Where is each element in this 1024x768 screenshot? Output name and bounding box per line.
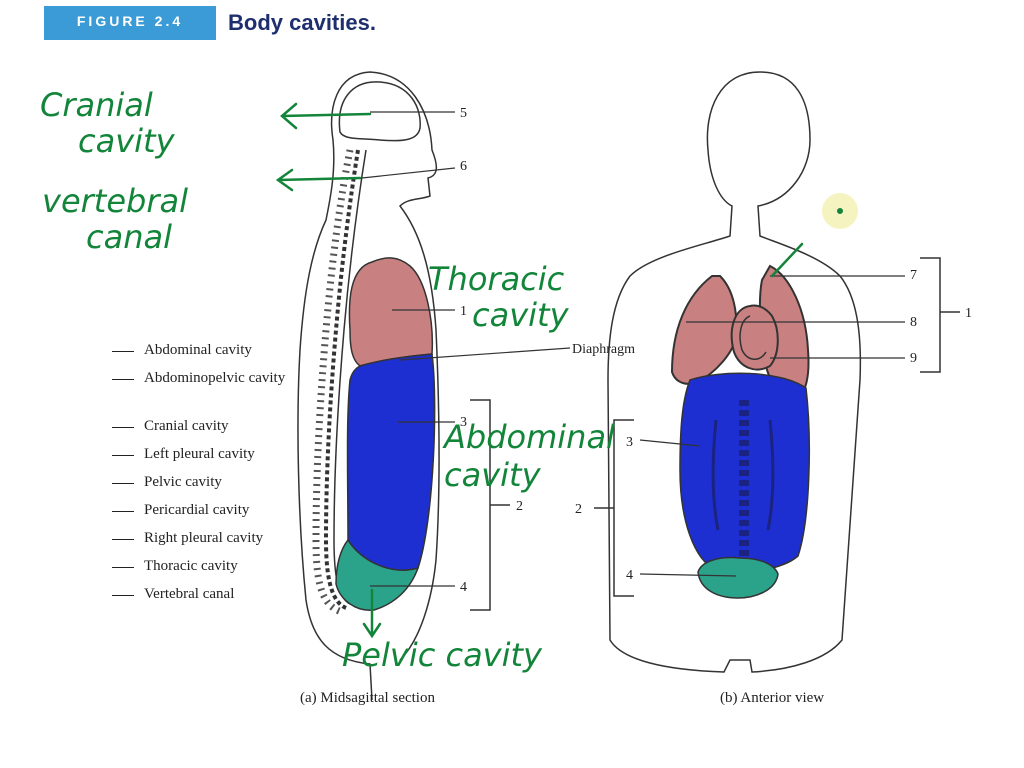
legend-text: Pelvic cavity <box>144 474 222 490</box>
anterior-view: 7 8 9 1 3 2 4 <box>575 71 972 673</box>
annotation-cranial-1: Cranial <box>40 86 153 124</box>
annotation-abdominal-1: Abdominal <box>444 418 615 456</box>
legend-text: Abdominal cavity <box>144 342 252 358</box>
body-outline-sagittal <box>297 71 440 701</box>
legend-item: Vertebral canal <box>112 582 312 610</box>
label-8: 8 <box>910 315 917 330</box>
pelvic-cavity-anterior <box>697 556 779 599</box>
label-9: 9 <box>910 351 917 366</box>
legend-blank[interactable] <box>112 567 134 568</box>
figure-label-box <box>44 6 216 40</box>
legend-blank[interactable] <box>112 511 134 512</box>
figure-title: Body cavities. <box>228 10 376 35</box>
label-3a: 3 <box>460 415 467 430</box>
leader-4b <box>639 573 737 577</box>
label-3b: 3 <box>626 435 633 450</box>
right-pleural-cavity <box>670 275 738 385</box>
thoracic-cavity-sagittal <box>348 257 434 367</box>
figure-label: FIGURE 2.4 <box>76 13 184 29</box>
body-outline-anterior <box>607 71 862 673</box>
legend-blank[interactable] <box>112 351 134 352</box>
leader-diaphragm <box>399 347 571 361</box>
caption-midsagittal: (a) Midsagittal section <box>300 690 435 706</box>
bracket-2b <box>594 419 634 597</box>
label-4b: 4 <box>626 568 633 583</box>
leader-3b <box>639 439 701 447</box>
legend-text: Vertebral canal <box>144 586 235 602</box>
legend-text: Left pleural cavity <box>144 446 255 462</box>
annotation-vertebral-1: vertebral <box>42 182 188 220</box>
vertebrae <box>312 149 354 616</box>
label-4a: 4 <box>460 580 467 595</box>
skull-outline <box>338 81 421 142</box>
label-7: 7 <box>910 268 917 283</box>
label-2b: 2 <box>575 502 582 517</box>
label-1b: 1 <box>965 306 972 321</box>
annotation-vertebral-2: canal <box>86 218 172 256</box>
legend-blank[interactable] <box>112 427 134 428</box>
bracket-2a <box>470 399 510 611</box>
legend-text: Cranial cavity <box>144 418 229 434</box>
figure-header: FIGURE 2.4 Body cavities. <box>44 4 404 40</box>
legend-item: Abdominal cavity <box>112 338 312 366</box>
legend-blank[interactable] <box>112 379 134 380</box>
spine-outer <box>323 149 360 610</box>
midsagittal-section: 5 6 1 Diaphragm 3 2 4 <box>297 71 635 701</box>
legend-text: Thoracic cavity <box>144 558 238 574</box>
annotation-pelvic: Pelvic cavity <box>342 636 542 674</box>
abdominal-cavity-sagittal <box>346 353 436 571</box>
legend-item: Abdominopelvic cavity <box>112 366 312 414</box>
label-1a: 1 <box>460 304 467 319</box>
legend-item: Right pleural cavity <box>112 526 312 554</box>
diaphragm-label: Diaphragm <box>572 342 635 357</box>
legend-item: Pelvic cavity <box>112 470 312 498</box>
annotation-thoracic-2: cavity <box>472 296 569 334</box>
legend-item: Cranial cavity <box>112 414 312 442</box>
legend-text: Pericardial cavity <box>144 502 250 518</box>
legend-blank[interactable] <box>112 539 134 540</box>
leader-6 <box>361 167 456 179</box>
legend-text: Right pleural cavity <box>144 530 264 546</box>
annotation-cranial-2: cavity <box>78 122 175 160</box>
caption-anterior: (b) Anterior view <box>720 690 825 706</box>
pelvic-cavity-sagittal <box>335 538 420 611</box>
legend-text: Abdominopelvic cavity <box>144 370 286 386</box>
legend-item: Left pleural cavity <box>112 442 312 470</box>
muscle-right <box>766 419 775 531</box>
spinal-canal <box>333 149 367 605</box>
legend-item: Pericardial cavity <box>112 498 312 526</box>
annotation-abdominal-2: cavity <box>444 456 541 494</box>
ink-stroke-lung <box>770 242 804 278</box>
arrow-cranial <box>280 102 372 130</box>
legend-blank[interactable] <box>112 483 134 484</box>
legend-blank[interactable] <box>112 455 134 456</box>
label-6: 6 <box>460 159 467 174</box>
arrow-vertebral <box>275 168 362 192</box>
cursor-dot <box>837 208 843 214</box>
legend-blank[interactable] <box>112 595 134 596</box>
ink-annotations <box>275 102 804 639</box>
muscle-left <box>711 419 720 531</box>
label-2a: 2 <box>516 499 523 514</box>
legend-item: Thoracic cavity <box>112 554 312 582</box>
arrow-pelvic <box>362 588 382 639</box>
legend: Abdominal cavity Abdominopelvic cavity C… <box>112 338 312 610</box>
bracket-1b <box>920 257 960 373</box>
annotation-thoracic-1: Thoracic <box>428 260 565 298</box>
label-5: 5 <box>460 106 467 121</box>
